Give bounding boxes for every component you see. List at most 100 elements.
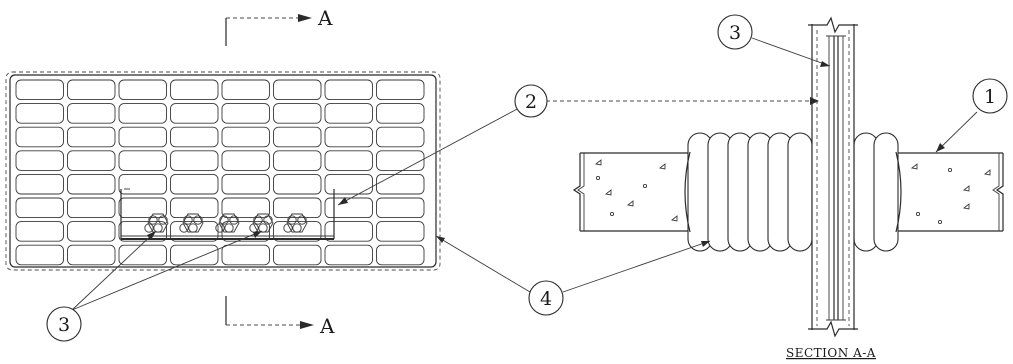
- aggregate-mark: [962, 185, 970, 192]
- sandbag: [324, 197, 373, 219]
- break-line-bottom: [808, 320, 858, 338]
- callout-3-left-label: 3: [58, 314, 70, 336]
- sandbag: [118, 221, 167, 242]
- callout-4-label: 4: [540, 288, 552, 310]
- sandbag: [170, 173, 219, 195]
- sandbag: [67, 221, 116, 242]
- sandbag: [376, 221, 425, 242]
- sandbag: [273, 197, 322, 219]
- break-line-top: [808, 16, 858, 34]
- pipe-end: [283, 213, 308, 233]
- sandbag: [15, 197, 64, 219]
- section-label-top: A: [317, 6, 333, 30]
- sandbag: [324, 103, 373, 124]
- aggregate-mark: [642, 183, 648, 189]
- pipe-end-circle: [188, 223, 198, 233]
- sandbag: [67, 79, 116, 101]
- sandbag: [376, 150, 425, 171]
- callout-4: 4: [528, 280, 564, 316]
- callout-3-right: 3: [717, 14, 753, 50]
- sandbag: [221, 126, 270, 148]
- sandbag: [324, 173, 373, 195]
- arrow-right-icon: [298, 14, 312, 22]
- vertical-pipe: [808, 16, 858, 338]
- pipe-end-circle: [258, 223, 268, 233]
- aggregate-mark: [937, 219, 943, 225]
- pipe-end-circle: [183, 215, 193, 225]
- pipe-end-group: [144, 213, 308, 233]
- pipe-end: [144, 213, 169, 233]
- sandbag: [118, 244, 167, 266]
- pipe-end: [215, 213, 240, 233]
- aggregate-mark: [962, 203, 970, 210]
- sandbag: [67, 126, 116, 148]
- pipe-end-circle: [297, 215, 307, 225]
- plan-outline-dashed: [5, 71, 441, 271]
- sandbag: [324, 150, 373, 171]
- pipe-end-circle: [158, 215, 168, 225]
- section-marker-bottom: A: [225, 296, 335, 338]
- sandbag: [376, 126, 425, 148]
- sandbag-edge-left: [684, 151, 691, 233]
- callout-3-left: 3: [46, 306, 82, 342]
- sandbag: [15, 103, 64, 124]
- aggregate-mark: [947, 167, 953, 173]
- pipe-end-circle: [263, 215, 273, 225]
- pipe-end-circle: [148, 215, 158, 225]
- sandbag: [376, 244, 425, 266]
- sandbag-profile: [873, 132, 899, 252]
- sandbag: [67, 103, 116, 124]
- aggregate-mark: [915, 211, 921, 217]
- aggregate-mark: [595, 175, 601, 181]
- sandbag: [273, 221, 322, 242]
- sandbag: [221, 244, 270, 266]
- aggregate-mark: [604, 189, 612, 196]
- sandbag: [67, 150, 116, 171]
- sandbag: [376, 173, 425, 195]
- sandbag: [273, 173, 322, 195]
- sandbag: [15, 150, 64, 171]
- pipe-end-hex: [182, 213, 204, 233]
- pipe-end-circle: [224, 223, 234, 233]
- sandbag: [15, 221, 64, 242]
- section-marker-top: A: [225, 6, 333, 46]
- plan-view: [5, 71, 441, 271]
- sandbag-grid: [15, 79, 425, 266]
- aggregate-mark: [594, 159, 602, 166]
- sandbag: [170, 103, 219, 124]
- aggregate-mark: [910, 163, 918, 170]
- sandbag: [221, 79, 270, 101]
- callout-2: 2: [514, 84, 548, 118]
- pipe-end-circle: [215, 223, 225, 233]
- aggregate-mark: [658, 163, 666, 170]
- sandbag: [376, 197, 425, 219]
- sandbag: [118, 126, 167, 148]
- section-view: [572, 16, 1004, 338]
- sandbag-edge-right: [895, 151, 902, 233]
- leader-lines: [71, 37, 978, 311]
- pipe-end-circle: [219, 215, 229, 225]
- pipe-frame: [120, 188, 335, 240]
- pipe-end-hex: [286, 213, 308, 233]
- pipe-end-circle: [229, 215, 239, 225]
- pipe-end-circle: [179, 223, 189, 233]
- sandbag: [170, 244, 219, 266]
- plan-outline: [9, 74, 437, 268]
- sandbag: [15, 173, 64, 195]
- pipe-end-circle: [253, 215, 263, 225]
- sandbag: [118, 79, 167, 101]
- sandbag: [376, 79, 425, 101]
- sandbag: [221, 150, 270, 171]
- pipe-end-circle: [287, 215, 297, 225]
- pipe-end-circle: [193, 215, 203, 225]
- sandbag: [273, 79, 322, 101]
- pipe-end-hex: [252, 213, 274, 233]
- aggregate-mark: [626, 200, 634, 207]
- sandbag: [324, 79, 373, 101]
- sandbag: [273, 103, 322, 124]
- sandbag: [324, 126, 373, 148]
- sandbag: [118, 103, 167, 124]
- sandbag: [376, 103, 425, 124]
